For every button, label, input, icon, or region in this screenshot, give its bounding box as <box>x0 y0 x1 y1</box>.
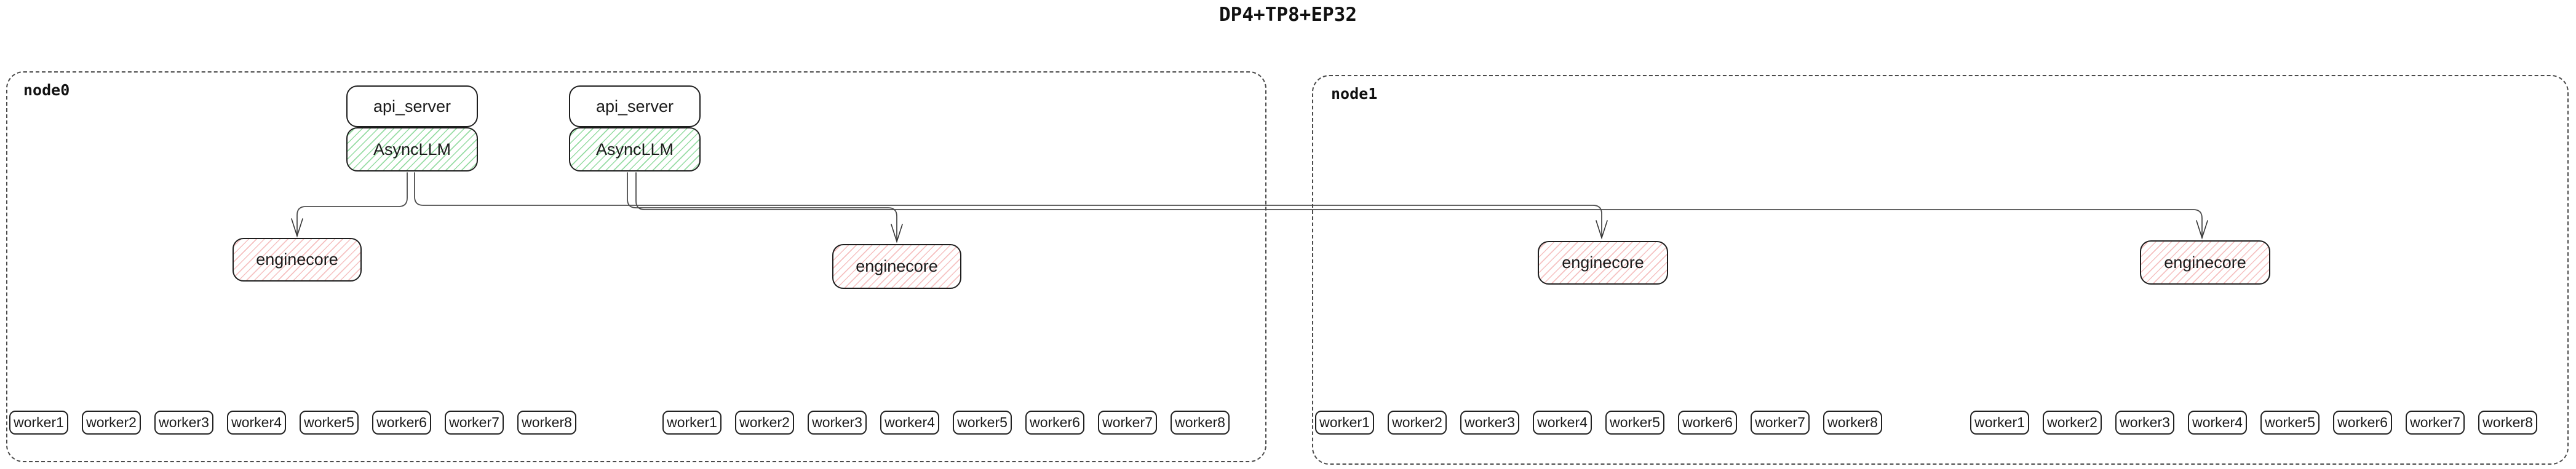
node1-container <box>1312 75 2569 465</box>
worker-box: worker5 <box>1605 411 1664 435</box>
worker-box: worker4 <box>2188 411 2247 435</box>
enginecore-box-2: enginecore <box>1538 241 1668 285</box>
worker-box: worker3 <box>154 411 213 435</box>
enginecore-label: enginecore <box>1562 253 1644 272</box>
api-server-box-0: api_server <box>346 85 478 127</box>
api-server-label: api_server <box>595 97 674 116</box>
worker-box: worker2 <box>82 411 141 435</box>
worker-box: worker4 <box>880 411 939 435</box>
enginecore-box-1: enginecore <box>832 244 961 289</box>
enginecore-box-0: enginecore <box>233 238 362 282</box>
asyncllm-label: AsyncLLM <box>373 140 451 159</box>
worker-box: worker6 <box>2333 411 2392 435</box>
worker-box: worker1 <box>662 411 722 435</box>
worker-row-node1-b: worker1 worker2 worker3 worker4 worker5 worke… <box>1970 411 2537 435</box>
enginecore-label: enginecore <box>2164 253 2246 272</box>
worker-box: worker7 <box>1751 411 1810 435</box>
worker-box: worker4 <box>227 411 286 435</box>
worker-box: worker1 <box>1315 411 1374 435</box>
worker-box: worker4 <box>1533 411 1592 435</box>
worker-box: worker7 <box>445 411 504 435</box>
enginecore-box-3: enginecore <box>2140 240 2270 285</box>
worker-box: worker7 <box>2406 411 2465 435</box>
worker-box: worker5 <box>953 411 1012 435</box>
enginecore-label: enginecore <box>256 250 338 269</box>
asyncllm-box-0: AsyncLLM <box>346 127 478 171</box>
api-server-label: api_server <box>373 97 451 116</box>
node0-container <box>6 71 1266 462</box>
enginecore-label: enginecore <box>856 257 938 275</box>
node1-label: node1 <box>1331 85 1378 103</box>
asyncllm-label: AsyncLLM <box>595 140 674 159</box>
worker-row-node1-a: worker1 worker2 worker3 worker4 worker5 worke… <box>1315 411 1882 435</box>
worker-box: worker2 <box>2043 411 2102 435</box>
worker-box: worker6 <box>1025 411 1084 435</box>
worker-box: worker1 <box>1970 411 2029 435</box>
worker-box: worker6 <box>372 411 431 435</box>
worker-box: worker3 <box>1460 411 1519 435</box>
worker-box: worker7 <box>1098 411 1157 435</box>
node0-label: node0 <box>23 81 70 99</box>
worker-box: worker8 <box>517 411 576 435</box>
api-server-box-1: api_server <box>569 85 701 127</box>
worker-box: worker2 <box>735 411 794 435</box>
worker-row-node0-b: worker1 worker2 worker3 worker4 worker5 worke… <box>662 411 1230 435</box>
worker-box: worker2 <box>1388 411 1447 435</box>
worker-row-node0-a: worker1 worker2 worker3 worker4 worker5 worke… <box>9 411 576 435</box>
worker-box: worker1 <box>9 411 68 435</box>
diagram-title: DP4+TP8+EP32 <box>1219 4 1357 26</box>
worker-box: worker8 <box>2478 411 2537 435</box>
worker-box: worker6 <box>1678 411 1737 435</box>
worker-box: worker8 <box>1171 411 1230 435</box>
worker-box: worker8 <box>1823 411 1882 435</box>
worker-box: worker3 <box>2115 411 2174 435</box>
worker-box: worker3 <box>808 411 867 435</box>
worker-box: worker5 <box>300 411 359 435</box>
asyncllm-box-1: AsyncLLM <box>569 127 701 171</box>
worker-box: worker5 <box>2260 411 2320 435</box>
